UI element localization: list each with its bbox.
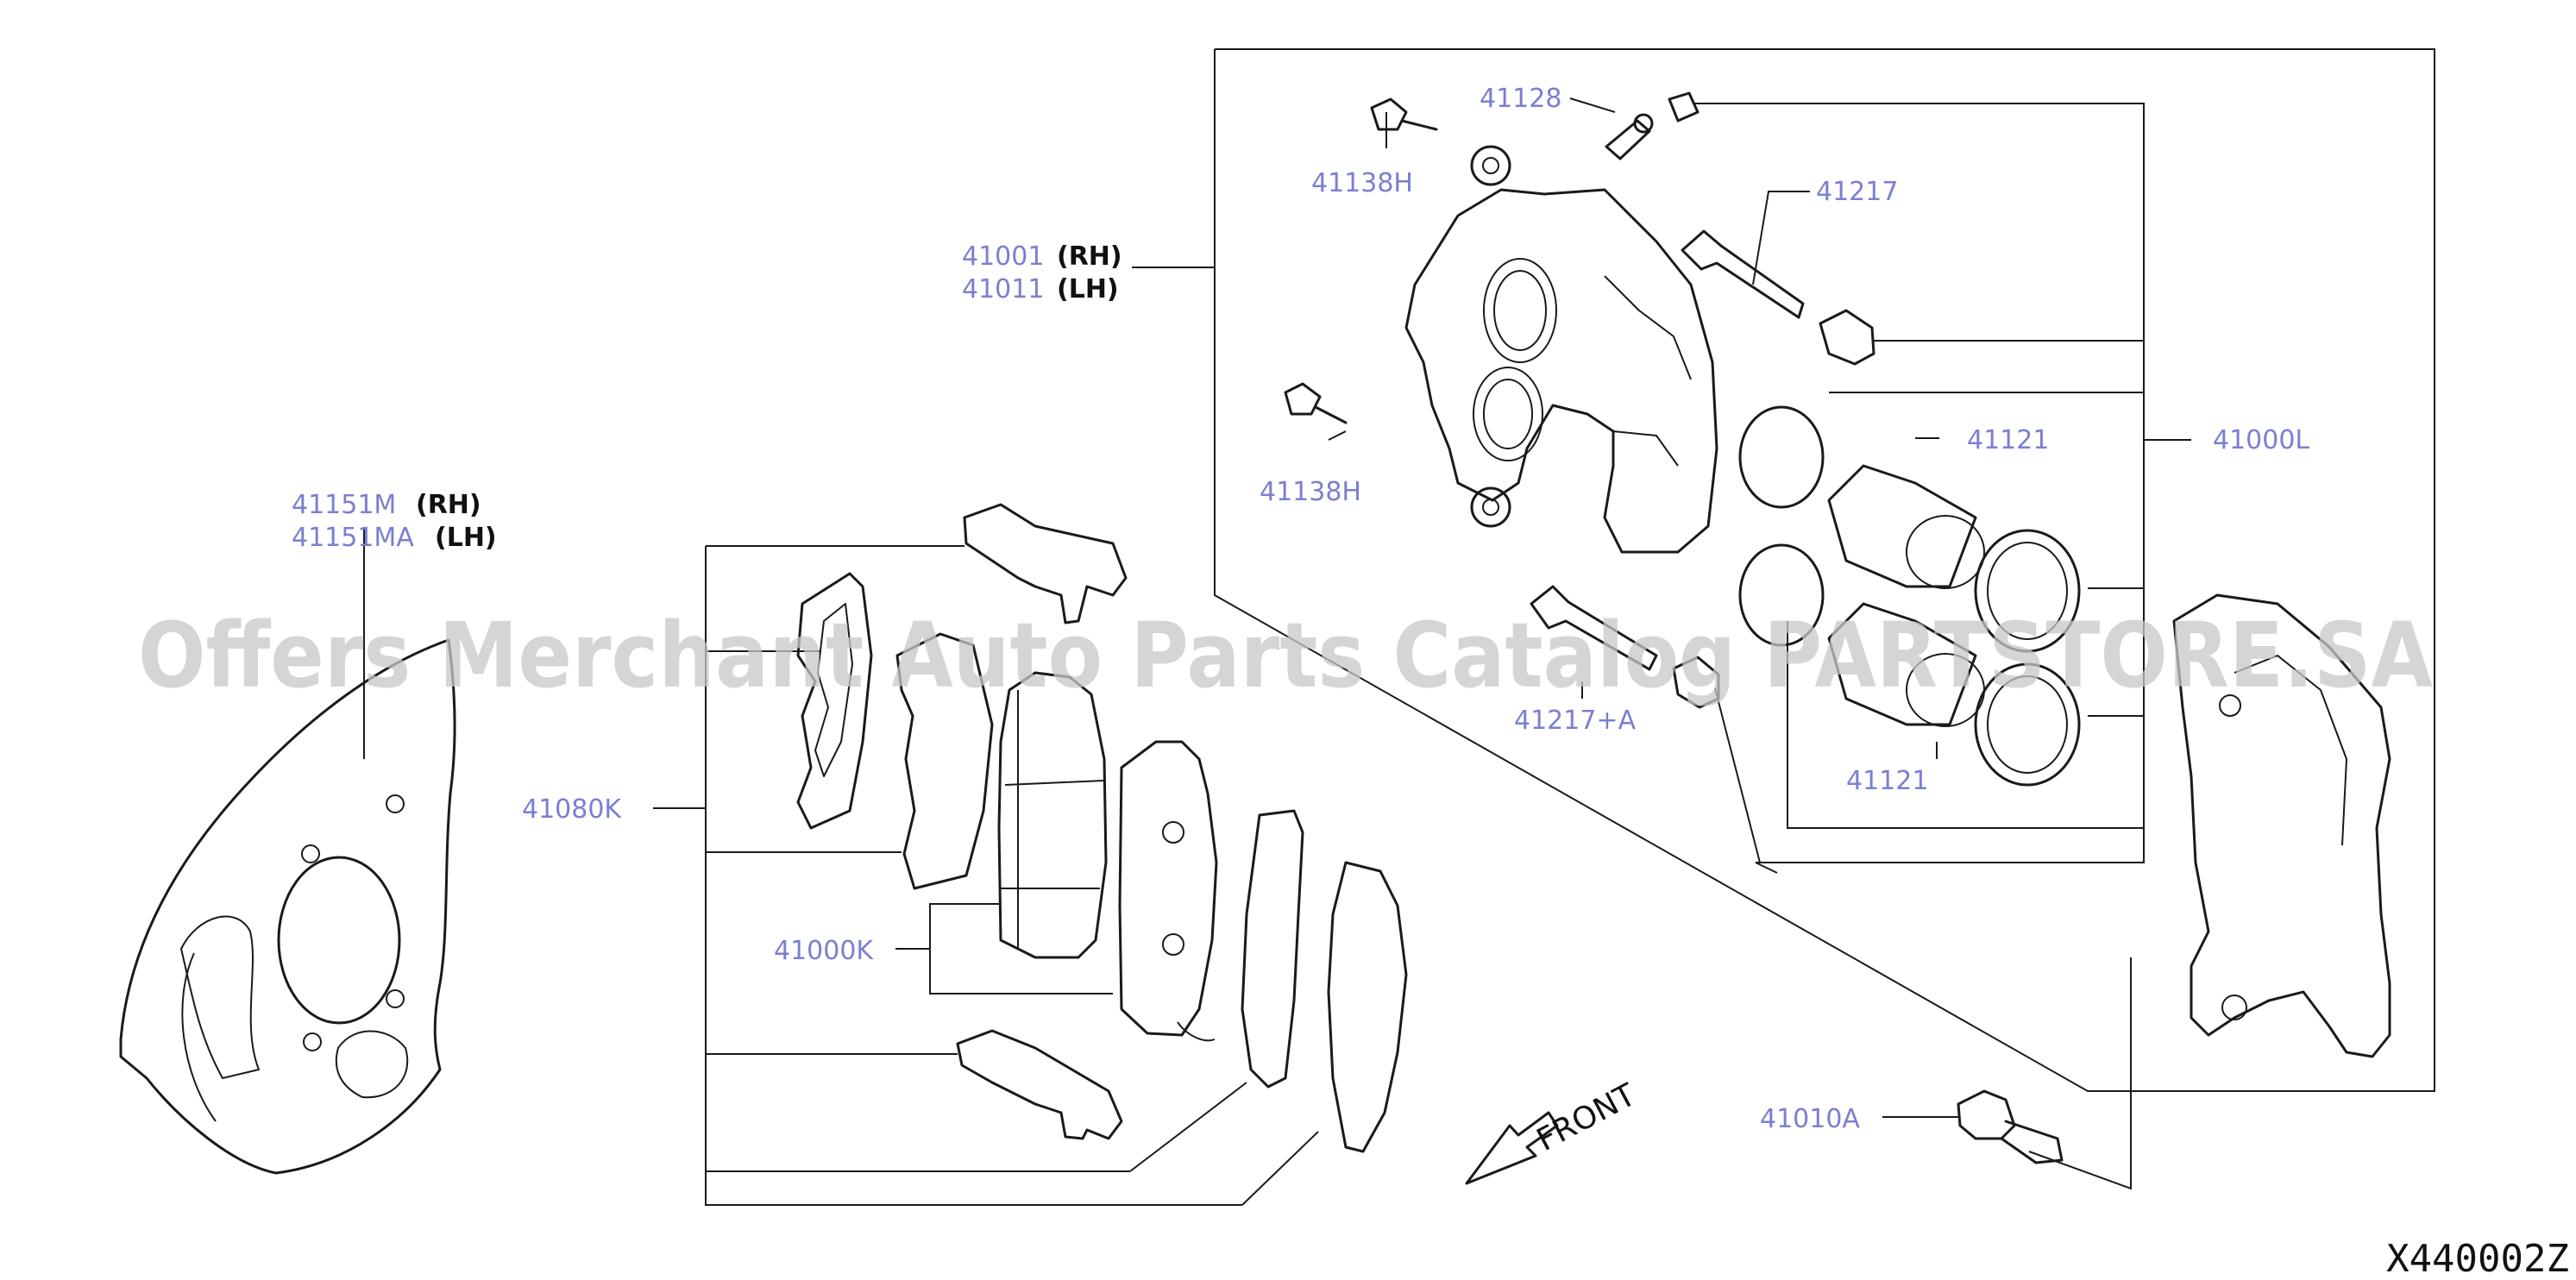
piston-seal-ring	[1738, 405, 1825, 509]
label-41000l: 41000L	[2213, 425, 2309, 455]
brake-pad-outer	[1118, 740, 1218, 1042]
label-41151m: 41151M	[292, 490, 396, 520]
piston-dust-boot-top	[1974, 529, 2081, 653]
label-41010a: 41010A	[1760, 1104, 1860, 1134]
label-41128: 41128	[1480, 84, 1561, 114]
pad-shim-right-b	[1327, 861, 1408, 1153]
torque-member-bolt-41010a	[1957, 1089, 2064, 1164]
label-41001-side: (RH)	[1057, 242, 1122, 272]
label-41001: 41001	[962, 242, 1044, 272]
pin-boot-lower	[1672, 656, 1720, 709]
label-41217: 41217	[1816, 177, 1898, 207]
label-41080k: 41080K	[522, 794, 622, 825]
brake-pad-inner	[997, 671, 1108, 959]
brake-dust-shield	[119, 638, 456, 1175]
watermark: Offers Merchant Auto Parts Catalog PARTS…	[138, 603, 2433, 708]
label-41151m-side: (RH)	[416, 490, 481, 520]
label-41011: 41011	[962, 274, 1044, 304]
label-41151ma-side: (LH)	[435, 523, 497, 553]
guide-pin-41217	[1681, 229, 1805, 319]
pad-shim-right-a	[1241, 809, 1304, 1089]
part-labels: 41001 (RH) 41011 (LH) 41128 41138H 41217…	[292, 84, 2309, 1134]
guide-bolt-41138h-bottom	[1284, 382, 1348, 424]
pad-retainer-clip-top	[963, 503, 1128, 624]
label-41011-side: (LH)	[1057, 274, 1119, 304]
label-41121-bottom: 41121	[1846, 766, 1928, 796]
caliper-body	[1404, 145, 1718, 554]
caliper-torque-member	[2172, 593, 2391, 1058]
label-41138h-top: 41138H	[1311, 168, 1413, 198]
piston-seal-ring-lower	[1738, 543, 1825, 647]
label-41151ma: 41151MA	[292, 523, 414, 553]
pad-shim-inner	[796, 572, 873, 830]
bleeder-screw-41128	[1605, 113, 1654, 160]
front-label: FRONT	[1531, 1077, 1643, 1158]
piston-41121-top	[1827, 464, 1985, 589]
label-41121-top: 41121	[1967, 425, 2049, 455]
leader-lines	[363, 97, 2191, 1190]
piston-dust-boot-bottom	[1974, 662, 2081, 787]
caliper-assembly-frame	[1214, 48, 2435, 1092]
seal-kit-bracket-41000l	[1693, 103, 2145, 874]
label-41217a: 41217+A	[1514, 706, 1637, 736]
guide-pin-41217a	[1530, 585, 1658, 671]
pad-kit-bracket-41080k	[705, 545, 1319, 1206]
diagram-code: X440002Z	[2386, 1237, 2569, 1280]
label-41138h-bottom: 41138H	[1260, 477, 1361, 507]
pad-retainer-clip-bottom	[956, 1029, 1123, 1140]
pad-shim-outer	[895, 632, 994, 890]
bleeder-cap	[1668, 91, 1700, 122]
guide-bolt-41138h-top	[1370, 97, 1438, 131]
pin-boot-upper	[1819, 309, 1875, 366]
front-direction-arrow	[1465, 1111, 1559, 1185]
label-41000k: 41000K	[774, 936, 874, 966]
